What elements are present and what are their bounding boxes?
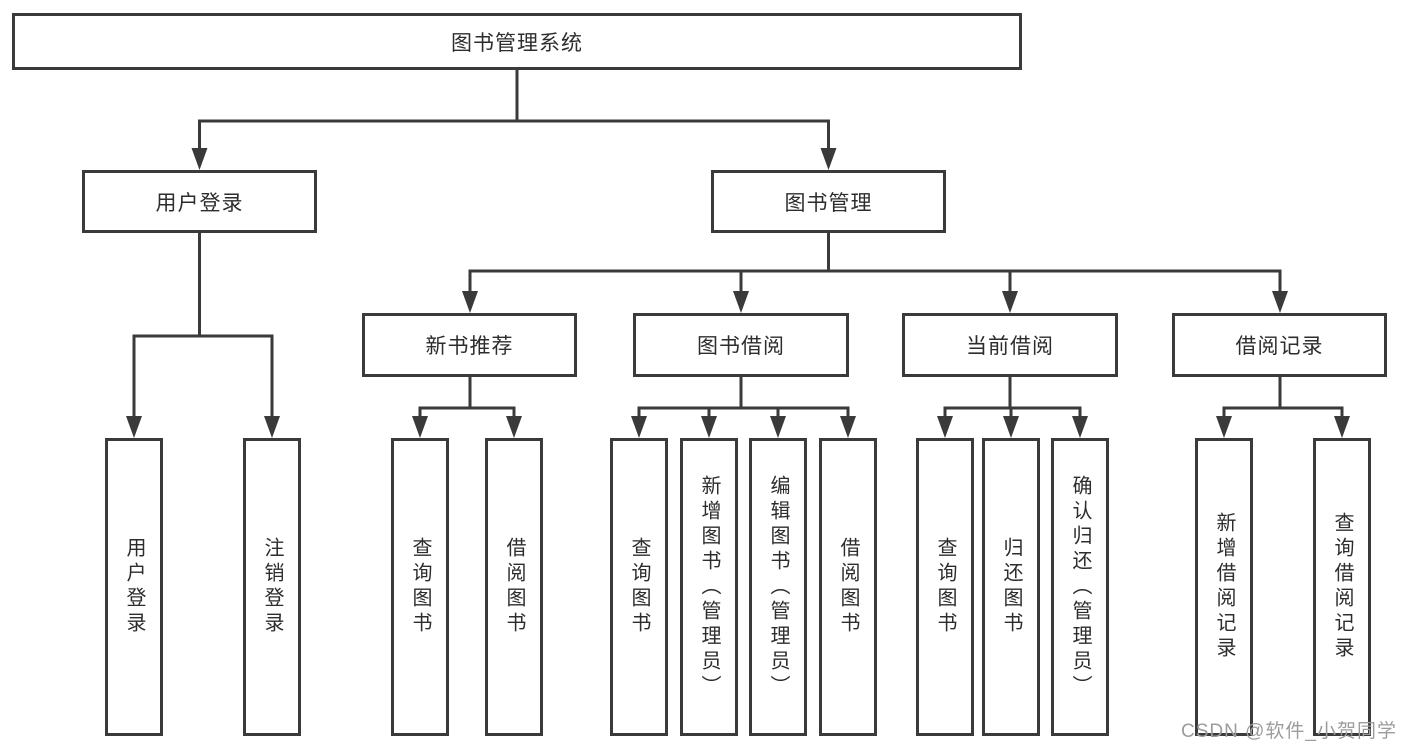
arrow-down bbox=[462, 291, 478, 313]
arrow-down bbox=[126, 416, 142, 438]
node-return-books: 归还图书 bbox=[982, 438, 1040, 736]
arrow-down bbox=[506, 416, 522, 438]
node-query-books-recommend: 查询图书 bbox=[391, 438, 449, 736]
connector-book-borrowing-to-leaves bbox=[631, 377, 856, 438]
arrow-down bbox=[191, 148, 208, 170]
node-borrow-books: 借阅图书 bbox=[819, 438, 877, 736]
arrow-down bbox=[1272, 291, 1288, 313]
arrow-down bbox=[937, 416, 953, 438]
node-query-borrow-record-label: 查询借阅记录 bbox=[1331, 512, 1353, 662]
node-borrow-books-recommend: 借阅图书 bbox=[485, 438, 543, 736]
connector-new-book-recommendation-to-leaves bbox=[412, 377, 522, 438]
node-user-login-leaf-label: 用户登录 bbox=[123, 537, 145, 637]
node-borrow-books-recommend-label: 借阅图书 bbox=[503, 537, 525, 637]
arrow-down bbox=[1002, 291, 1018, 313]
node-logout: 注销登录 bbox=[243, 438, 301, 736]
arrow-down bbox=[840, 416, 856, 438]
node-query-books-borrowing-label: 查询图书 bbox=[628, 537, 650, 637]
arrow-down bbox=[412, 416, 428, 438]
node-add-borrow-record: 新增借阅记录 bbox=[1195, 438, 1253, 736]
node-return-books-label: 归还图书 bbox=[1000, 537, 1022, 637]
node-current-borrowing-label: 当前借阅 bbox=[966, 335, 1054, 358]
node-book-management: 图书管理 bbox=[711, 170, 946, 233]
node-add-book-admin: 新增图书（管理员） bbox=[680, 438, 738, 736]
arrow-down bbox=[733, 291, 749, 313]
connector-borrowing-records-to-leaves bbox=[1216, 377, 1350, 438]
node-new-book-recommendation: 新书推荐 bbox=[362, 313, 577, 377]
connector-user-login-to-leaves bbox=[126, 233, 280, 438]
node-book-management-label: 图书管理 bbox=[784, 191, 873, 215]
node-book-management-system-label: 图书管理系统 bbox=[451, 31, 583, 55]
node-query-borrow-record: 查询借阅记录 bbox=[1313, 438, 1371, 736]
arrow-down bbox=[1216, 416, 1232, 438]
node-confirm-return-admin-label: 确认归还（管理员） bbox=[1069, 474, 1091, 700]
node-user-login-label: 用户登录 bbox=[155, 191, 244, 215]
node-edit-book-admin-label: 编辑图书（管理员） bbox=[767, 474, 789, 700]
node-book-borrowing-label: 图书借阅 bbox=[697, 335, 785, 358]
node-add-book-admin-label: 新增图书（管理员） bbox=[698, 474, 720, 700]
node-book-management-system: 图书管理系统 bbox=[12, 13, 1022, 70]
connector-root-to-level2 bbox=[191, 70, 837, 170]
connector-current-borrowing-to-leaves bbox=[937, 377, 1088, 438]
arrow-down bbox=[701, 416, 717, 438]
node-borrowing-records-label: 借阅记录 bbox=[1235, 335, 1324, 358]
arrow-down bbox=[264, 416, 280, 438]
node-borrow-books-label: 借阅图书 bbox=[837, 537, 859, 637]
node-user-login: 用户登录 bbox=[82, 170, 317, 233]
connector-book-management-to-level3 bbox=[462, 233, 1288, 313]
node-edit-book-admin: 编辑图书（管理员） bbox=[749, 438, 807, 736]
node-add-borrow-record-label: 新增借阅记录 bbox=[1213, 512, 1235, 662]
node-query-books-borrowing: 查询图书 bbox=[610, 438, 668, 736]
arrow-down bbox=[631, 416, 647, 438]
arrow-down bbox=[1003, 416, 1019, 438]
arrow-down bbox=[770, 416, 786, 438]
node-new-book-recommendation-label: 新书推荐 bbox=[425, 335, 514, 358]
node-logout-label: 注销登录 bbox=[261, 537, 283, 637]
node-current-borrowing: 当前借阅 bbox=[902, 313, 1118, 377]
node-query-books-current-label: 查询图书 bbox=[934, 537, 956, 637]
node-query-books-current: 查询图书 bbox=[916, 438, 974, 736]
node-user-login-leaf: 用户登录 bbox=[105, 438, 163, 736]
node-confirm-return-admin: 确认归还（管理员） bbox=[1051, 438, 1109, 736]
node-query-books-recommend-label: 查询图书 bbox=[409, 537, 431, 637]
arrow-down bbox=[1072, 416, 1088, 438]
arrow-down bbox=[820, 148, 837, 170]
csdn-watermark: CSDN @软件_小贺同学 bbox=[1181, 721, 1397, 742]
arrow-down bbox=[1334, 416, 1350, 438]
node-book-borrowing: 图书借阅 bbox=[633, 313, 849, 377]
node-borrowing-records: 借阅记录 bbox=[1172, 313, 1387, 377]
